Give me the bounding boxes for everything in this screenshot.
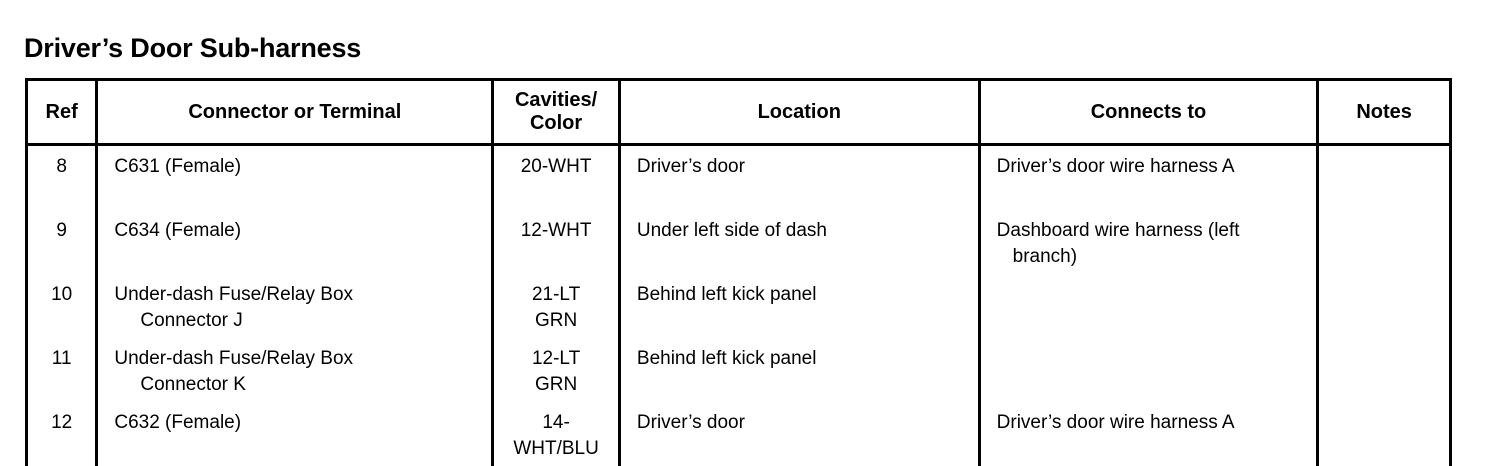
column-header-cavities-color: Cavities/ Color <box>492 79 621 146</box>
cell-notes <box>1318 274 1451 338</box>
table-body: 8 C631 (Female) 20-WHT Driver’s door Dri… <box>26 144 1451 466</box>
connector-line2: Connector K <box>140 374 246 395</box>
cell-connects-to: Driver’s door wire harness A <box>979 402 1320 466</box>
cell-cavities-color: 12-LT GRN <box>492 338 621 402</box>
cell-ref: 9 <box>26 210 99 274</box>
column-header-cavities-line1: Cavities/ <box>514 89 598 111</box>
cell-location: Behind left kick panel <box>619 274 981 338</box>
connector-line1: C632 (Female) <box>114 412 242 433</box>
table-row: 12 C632 (Female) 14- WHT/BLU Driver’s do… <box>26 402 1451 466</box>
table-row: 10 Under-dash Fuse/Relay Box Connector J… <box>26 274 1451 338</box>
cell-notes <box>1318 210 1451 274</box>
cell-location: Driver’s door <box>619 402 981 466</box>
harness-table: Ref Connector or Terminal Cavities/ Colo… <box>25 78 1452 466</box>
cell-connects-to: Dashboard wire harness (left branch) <box>979 210 1320 274</box>
cell-notes <box>1318 338 1451 402</box>
cell-connector: C632 (Female) <box>96 402 495 466</box>
cell-location: Driver’s door <box>619 144 981 210</box>
cavities-line1: 12-LT <box>531 348 581 369</box>
cell-cavities-color: 20-WHT <box>492 144 621 210</box>
cavities-line1: 20-WHT <box>520 156 592 177</box>
cell-cavities-color: 21-LT GRN <box>492 274 621 338</box>
table-header: Ref Connector or Terminal Cavities/ Colo… <box>26 79 1451 146</box>
cell-ref: 10 <box>26 274 99 338</box>
table-row: 8 C631 (Female) 20-WHT Driver’s door Dri… <box>26 144 1451 211</box>
cell-cavities-color: 14- WHT/BLU <box>492 402 621 466</box>
cell-connector: Under-dash Fuse/Relay Box Connector K <box>96 338 495 402</box>
cell-connector: Under-dash Fuse/Relay Box Connector J <box>96 274 495 338</box>
cavities-line2: GRN <box>534 310 578 331</box>
cell-notes <box>1318 145 1451 211</box>
connector-line1: C634 (Female) <box>114 220 242 241</box>
column-header-connects-to: Connects to <box>979 79 1320 146</box>
page-title: Driver’s Door Sub-harness <box>24 33 362 64</box>
cell-ref: 12 <box>26 402 99 466</box>
column-header-cavities-line2: Color <box>529 112 583 134</box>
connects-line2: branch) <box>1012 246 1078 267</box>
connects-line1: Driver’s door wire harness A <box>996 412 1235 433</box>
cavities-line1: 14- <box>542 412 570 433</box>
connects-line1: Driver’s door wire harness A <box>996 156 1235 177</box>
cavities-line1: 12-WHT <box>520 220 592 241</box>
column-header-location: Location <box>619 79 981 146</box>
table-header-row: Ref Connector or Terminal Cavities/ Colo… <box>26 79 1451 146</box>
cell-connects-to <box>979 274 1320 338</box>
cell-ref: 8 <box>26 144 99 210</box>
connector-line2: Connector J <box>140 310 243 331</box>
cell-location: Behind left kick panel <box>619 338 981 402</box>
table-row: 11 Under-dash Fuse/Relay Box Connector K… <box>26 338 1451 402</box>
cell-notes <box>1318 402 1451 466</box>
cell-location: Under left side of dash <box>619 210 981 274</box>
cavities-line2: WHT/BLU <box>513 438 599 459</box>
connector-line1: Under-dash Fuse/Relay Box <box>114 284 354 305</box>
column-header-notes: Notes <box>1317 79 1451 146</box>
cell-connects-to <box>979 338 1320 402</box>
cavities-line2: GRN <box>534 374 578 395</box>
column-header-ref: Ref <box>26 79 99 146</box>
connects-line1: Dashboard wire harness (left <box>996 220 1240 241</box>
cell-connector: C634 (Female) <box>96 210 495 274</box>
cell-connector: C631 (Female) <box>96 144 495 210</box>
cell-ref: 11 <box>26 338 99 402</box>
column-header-connector: Connector or Terminal <box>96 79 495 146</box>
cell-connects-to: Driver’s door wire harness A <box>979 144 1320 210</box>
connector-line1: Under-dash Fuse/Relay Box <box>114 348 354 369</box>
cell-cavities-color: 12-WHT <box>492 210 621 274</box>
table-row: 9 C634 (Female) 12-WHT Under left side o… <box>26 210 1451 274</box>
connector-line1: C631 (Female) <box>114 156 242 177</box>
cavities-line1: 21-LT <box>531 284 581 305</box>
